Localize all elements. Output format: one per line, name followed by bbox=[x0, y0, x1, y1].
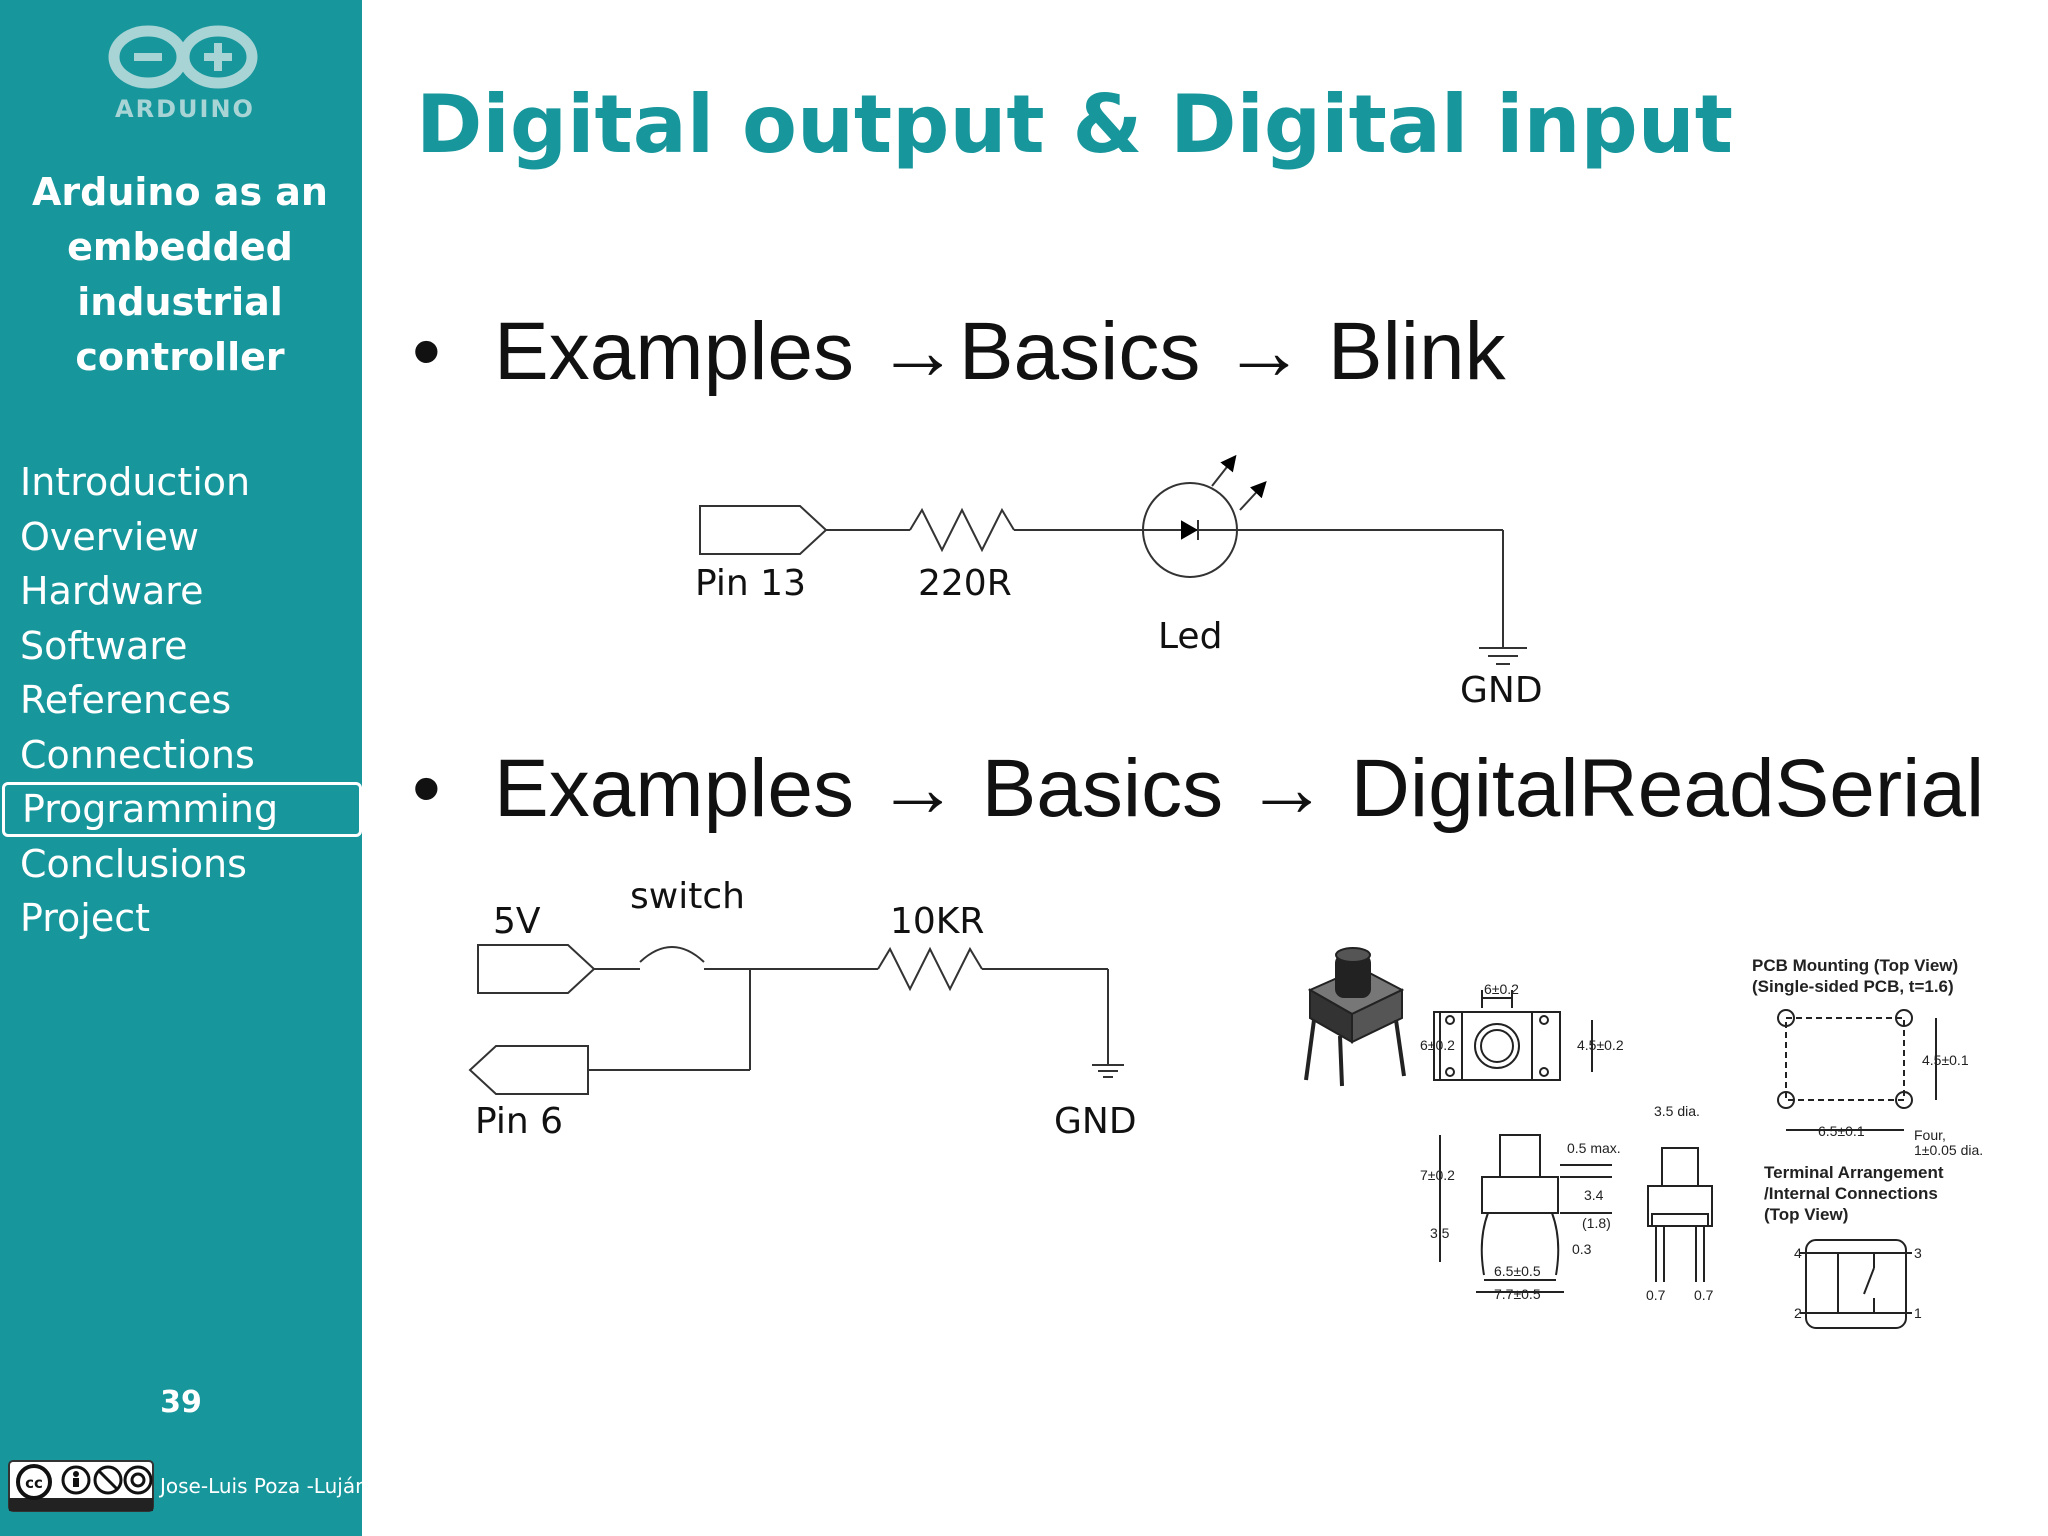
slide-title: Digital output & Digital input bbox=[416, 78, 1733, 171]
resistor-220r-symbol bbox=[909, 507, 1015, 553]
terminal-4: 4 bbox=[1794, 1245, 1802, 1261]
pcb-title-1: PCB Mounting (Top View) bbox=[1752, 956, 1958, 975]
nav-item-software[interactable]: Software bbox=[20, 623, 188, 668]
5v-label: 5V bbox=[493, 901, 541, 942]
bullet-marker: • bbox=[412, 743, 441, 834]
course-title-line: controller bbox=[75, 335, 285, 379]
terminal-title-2: /Internal Connections bbox=[1764, 1184, 1938, 1203]
cc-license-icon: cc bbox=[8, 1460, 154, 1512]
resistor-10kr-label: 10KR bbox=[890, 901, 984, 942]
nav-item-conclusions[interactable]: Conclusions bbox=[20, 841, 247, 886]
pushbutton-datasheet: 6±0.2 6±0.2 4.5±0.2 7±0.2 3.5 0.5 max. 3… bbox=[1304, 947, 1983, 1329]
blink-circuit bbox=[699, 454, 1527, 665]
dim-height: 6±0.2 bbox=[1420, 1037, 1455, 1053]
ground-symbol-1 bbox=[1479, 647, 1527, 665]
section-nav: Introduction Overview Hardware Software … bbox=[0, 455, 362, 946]
pcb-dim-x: 6.5±0.1 bbox=[1818, 1123, 1865, 1139]
bullet-text: Examples → Basics → DigitalReadSerial bbox=[494, 743, 1985, 834]
nav-item-introduction[interactable]: Introduction bbox=[20, 460, 251, 504]
front-view-drawing bbox=[1647, 1147, 1713, 1282]
course-title-line: Arduino as an bbox=[31, 170, 328, 214]
nav-item-hardware[interactable]: Hardware bbox=[20, 569, 204, 613]
course-title-line: embedded bbox=[67, 225, 293, 269]
dim-lead-length: 3.5 bbox=[1430, 1225, 1450, 1241]
bullet-text: Examples →Basics → Blink bbox=[494, 306, 1506, 397]
bullet-blink: • Examples →Basics → Blink bbox=[412, 305, 1506, 399]
pin13-connector bbox=[699, 505, 828, 555]
pcb-title-2: (Single-sided PCB, t=1.6) bbox=[1752, 977, 1954, 996]
dim-7-7: 7.7±0.5 bbox=[1494, 1286, 1541, 1302]
page-number: 39 bbox=[160, 1385, 202, 1420]
switch-symbol bbox=[639, 946, 705, 963]
terminal-title-1: Terminal Arrangement bbox=[1764, 1163, 1944, 1182]
terminal-title-3: (Top View) bbox=[1764, 1205, 1848, 1224]
dim-3-4: 3.4 bbox=[1584, 1187, 1604, 1203]
ground-symbol-2 bbox=[1092, 1064, 1124, 1078]
terminal-arrangement-drawing bbox=[1800, 1239, 1912, 1329]
logo-text: ARDUINO bbox=[115, 95, 255, 123]
dim-0-7-b: 0.7 bbox=[1694, 1287, 1714, 1303]
resistor-10kr-symbol bbox=[877, 946, 983, 992]
switch-label: switch bbox=[630, 876, 745, 917]
pcb-dim-y: 4.5±0.1 bbox=[1922, 1052, 1969, 1068]
course-title: Arduino as an embedded industrial contro… bbox=[20, 165, 340, 385]
gnd-label-1: GND bbox=[1460, 670, 1543, 711]
5v-connector bbox=[477, 944, 596, 994]
dim-3-5-dia: 3.5 dia. bbox=[1654, 1103, 1700, 1119]
terminal-3: 3 bbox=[1914, 1245, 1922, 1261]
terminal-2: 2 bbox=[1794, 1305, 1802, 1321]
resistor-220r-label: 220R bbox=[918, 563, 1012, 604]
gnd-label-2: GND bbox=[1054, 1101, 1137, 1142]
dim-body-height: 7±0.2 bbox=[1420, 1167, 1455, 1183]
sidebar: ARDUINO Arduino as an embedded industria… bbox=[0, 0, 368, 1536]
led-label: Led bbox=[1158, 616, 1222, 657]
dim-0-3: 0.3 bbox=[1572, 1241, 1592, 1257]
author-credit: Jose-Luis Poza -Luján bbox=[160, 1474, 368, 1498]
arduino-logo bbox=[108, 25, 258, 89]
svg-text:cc: cc bbox=[25, 1474, 43, 1492]
nav-item-references[interactable]: References bbox=[20, 678, 232, 722]
pcb-holes-2: 1±0.05 dia. bbox=[1914, 1142, 1983, 1158]
dim-width: 6±0.2 bbox=[1484, 981, 1519, 997]
top-view-drawing bbox=[1433, 990, 1593, 1081]
pcb-mounting-drawing bbox=[1777, 1009, 1937, 1131]
dim-1-8: (1.8) bbox=[1582, 1215, 1611, 1231]
side-view-drawing bbox=[1439, 1134, 1612, 1293]
course-title-line: industrial bbox=[77, 280, 283, 324]
pin6-label: Pin 6 bbox=[475, 1101, 563, 1142]
dim-pin-spacing: 4.5±0.2 bbox=[1577, 1037, 1624, 1053]
bullet-digitalreadserial: • Examples → Basics → DigitalReadSerial bbox=[412, 742, 1984, 836]
terminal-1: 1 bbox=[1914, 1305, 1922, 1321]
button-circuit bbox=[468, 944, 1124, 1095]
nav-item-connections[interactable]: Connections bbox=[20, 732, 255, 777]
dim-6-5: 6.5±0.5 bbox=[1494, 1263, 1541, 1279]
pin6-connector bbox=[468, 1045, 589, 1095]
dim-0-7-a: 0.7 bbox=[1646, 1287, 1666, 1303]
dim-max: 0.5 max. bbox=[1567, 1140, 1621, 1156]
pcb-holes-1: Four, bbox=[1914, 1127, 1946, 1143]
nav-item-overview[interactable]: Overview bbox=[20, 514, 199, 559]
pin13-label: Pin 13 bbox=[695, 563, 806, 604]
nav-item-programming[interactable]: Programming bbox=[2, 782, 362, 837]
pushbutton-3d-image bbox=[1304, 947, 1406, 1087]
nav-item-project[interactable]: Project bbox=[20, 896, 151, 940]
bullet-marker: • bbox=[412, 306, 441, 397]
